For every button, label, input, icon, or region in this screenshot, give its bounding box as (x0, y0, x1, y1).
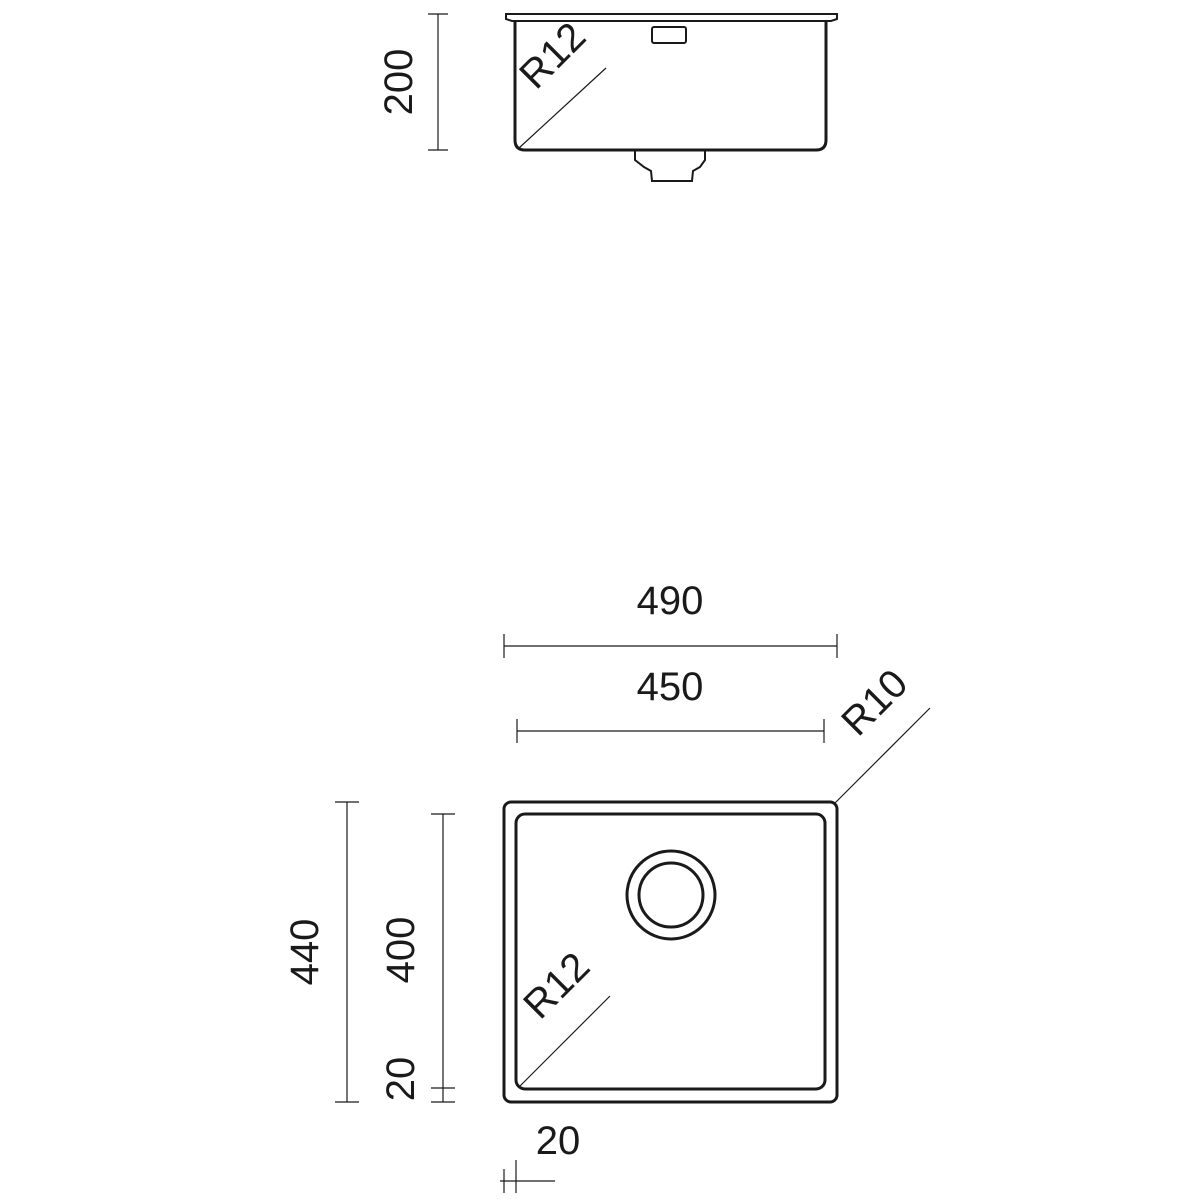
overflow-slot (651, 26, 687, 44)
rim-bottom-label: 20 (379, 1057, 423, 1102)
side-radius-leader (518, 67, 607, 149)
inner-height-label: 400 (379, 917, 423, 984)
outer-height-label: 440 (283, 919, 327, 986)
drain-outer-ring (625, 849, 717, 941)
side-bowl (513, 21, 828, 152)
outer-width-label: 490 (637, 579, 704, 623)
side-view: 200 R12 (377, 13, 838, 182)
side-radius-label: R12 (511, 14, 594, 97)
corner-radius-leader (834, 707, 931, 804)
height-dimension-label: 200 (377, 49, 421, 116)
bowl-radius-leader (519, 995, 611, 1087)
outer-rim (502, 800, 839, 1104)
inner-bowl (514, 812, 827, 1091)
rim-side-label: 20 (536, 1119, 581, 1163)
side-rim (505, 13, 838, 22)
top-view: 490 450 R10 440 400 20 R12 (283, 579, 931, 1193)
corner-radius-label: R10 (833, 661, 916, 744)
bowl-radius-label: R12 (515, 944, 598, 1027)
waste-outlet (634, 150, 706, 182)
drain-inner-ring (637, 861, 705, 929)
inner-width-label: 450 (637, 665, 704, 709)
